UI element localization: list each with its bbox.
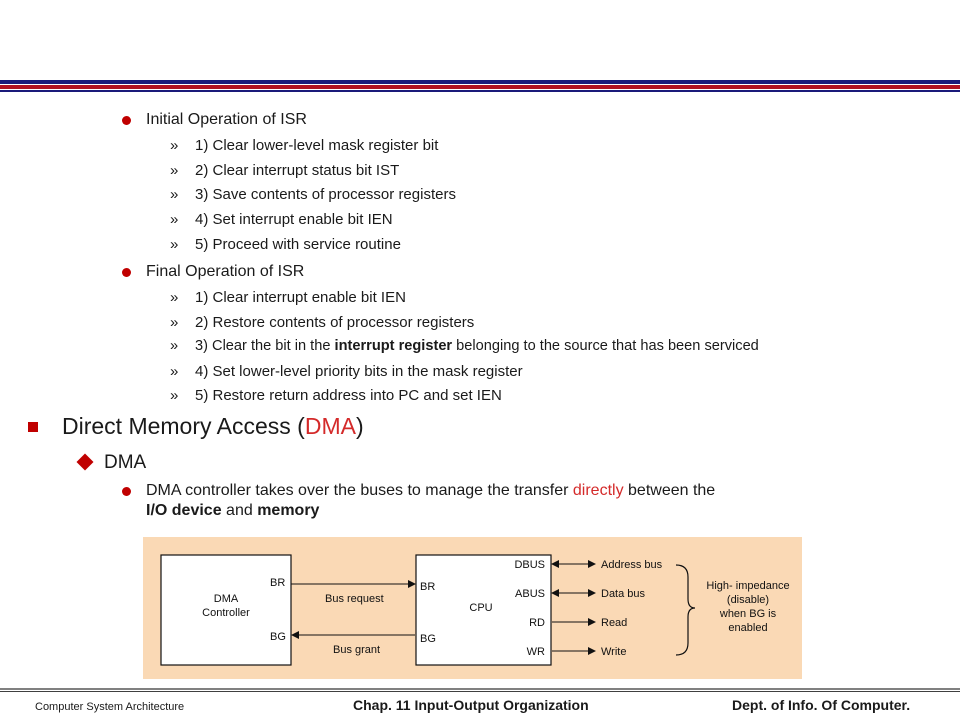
address-bus-label: Address bus <box>601 559 663 571</box>
step-text: 4) Set lower-level priority bits in the … <box>195 363 523 380</box>
bullet-glyph: » <box>170 211 179 228</box>
right-brace <box>675 564 696 656</box>
bullet-glyph: » <box>170 338 179 354</box>
bullet-glyph: » <box>170 137 179 154</box>
isr-final-step-4: » 4) Set lower-level priority bits in th… <box>170 363 523 380</box>
bullet-glyph: » <box>170 363 179 380</box>
isr-final-step-5: » 5) Restore return address into PC and … <box>170 387 502 404</box>
bullet-dot <box>122 487 131 496</box>
dma-heading-red: DMA <box>304 413 356 439</box>
isr-final-heading-text: Final Operation of ISR <box>146 263 305 280</box>
isr-initial-step-5: » 5) Proceed with service routine <box>170 236 401 253</box>
footer-middle: Chap. 11 Input-Output Organization <box>353 697 589 713</box>
dma-box-label-2: Controller <box>202 607 250 619</box>
bullet-glyph: » <box>170 387 179 404</box>
bullet-glyph: » <box>170 289 179 306</box>
bullet-glyph: » <box>170 186 179 203</box>
bullet-square <box>28 422 38 432</box>
cpu-box <box>415 554 552 666</box>
step-text: 2) Restore contents of processor registe… <box>195 314 475 331</box>
step-text: 1) Clear interrupt enable bit IEN <box>195 289 406 306</box>
step-text: 5) Proceed with service routine <box>195 236 401 253</box>
step-text: 2) Clear interrupt status bit IST <box>195 162 400 179</box>
cpu-label: CPU <box>469 602 492 614</box>
cpu-bg-label: BG <box>420 633 436 645</box>
bullet-dot <box>122 268 131 277</box>
top-rule-red <box>0 85 960 89</box>
data-bus-label: Data bus <box>601 588 646 600</box>
isr-initial-step-1: » 1) Clear lower-level mask register bit <box>170 137 439 154</box>
step-text: 3) Save contents of processor registers <box>195 186 456 203</box>
dma-diagram-svg: DMA Controller BR BG CPU BR BG Bus reque… <box>160 554 790 666</box>
bullet-glyph: » <box>170 162 179 179</box>
bus-request-label: Bus request <box>325 593 384 605</box>
note-line-3: when BG is <box>719 608 777 620</box>
step-text: 4) Set interrupt enable bit IEN <box>195 211 393 228</box>
footer-left: Computer System Architecture <box>35 701 185 713</box>
pin-wr: WR <box>527 646 545 658</box>
isr-final-step-1: » 1) Clear interrupt enable bit IEN <box>170 289 406 306</box>
step-text: 5) Restore return address into PC and se… <box>195 387 502 404</box>
pin-dbus: DBUS <box>514 559 545 571</box>
write-label: Write <box>601 646 626 658</box>
bullet-glyph: » <box>170 236 179 253</box>
isr-initial-step-4: » 4) Set interrupt enable bit IEN <box>170 211 393 228</box>
isr-initial-heading: Initial Operation of ISR <box>122 111 307 129</box>
step-text-after: belonging to the source that has been se… <box>452 338 759 354</box>
isr-final-step-3: » 3) Clear the bit in the interrupt regi… <box>170 338 759 354</box>
desc-bold-io: I/O device <box>146 502 222 519</box>
top-rule-blue <box>0 80 960 84</box>
cpu-br-label: BR <box>420 581 435 593</box>
desc-before: DMA controller takes over the buses to m… <box>146 482 573 499</box>
bullet-glyph: » <box>170 314 179 331</box>
bottom-rule-dark <box>0 691 960 692</box>
desc-mid: between the <box>623 482 716 499</box>
dma-controller-box <box>160 554 292 666</box>
isr-final-heading: Final Operation of ISR <box>122 263 305 281</box>
note-line-2: (disable) <box>727 594 769 606</box>
isr-final-step-2: » 2) Restore contents of processor regis… <box>170 314 475 331</box>
pin-rd: RD <box>529 617 545 629</box>
dma-bg-label: BG <box>270 631 286 643</box>
dma-heading: Direct Memory Access (DMA) <box>28 413 364 440</box>
note-line-4: enabled <box>728 622 767 634</box>
step-text-before: 3) Clear the bit in the <box>195 338 335 354</box>
bottom-rule-gray <box>0 688 960 690</box>
note-line-1: High- impedance <box>706 580 789 592</box>
read-label: Read <box>601 617 627 629</box>
step-text-bold: interrupt register <box>334 338 453 354</box>
step-text: 1) Clear lower-level mask register bit <box>195 137 439 154</box>
dma-subheading: DMA <box>76 452 147 474</box>
dma-br-label: BR <box>270 577 285 589</box>
isr-initial-step-3: » 3) Save contents of processor register… <box>170 186 456 203</box>
dma-subheading-text: DMA <box>104 452 147 473</box>
footer-right: Dept. of Info. Of Computer. <box>732 697 911 713</box>
bullet-dot <box>122 116 131 125</box>
bus-grant-label: Bus grant <box>333 644 380 656</box>
pin-abus: ABUS <box>515 588 545 600</box>
desc-bold-memory: memory <box>257 502 320 519</box>
dma-diagram: DMA Controller BR BG CPU BR BG Bus reque… <box>143 537 802 679</box>
dma-box-label-1: DMA <box>214 593 239 605</box>
isr-initial-heading-text: Initial Operation of ISR <box>146 111 307 128</box>
top-rule-blue-thin <box>0 90 960 92</box>
dma-heading-after: ) <box>355 413 364 439</box>
isr-initial-step-2: » 2) Clear interrupt status bit IST <box>170 162 400 179</box>
desc-red: directly <box>572 482 624 499</box>
dma-description: DMA controller takes over the buses to m… <box>122 481 936 521</box>
desc-and: and <box>221 502 258 519</box>
bullet-diamond <box>76 453 94 471</box>
dma-heading-before: Direct Memory Access ( <box>62 413 305 439</box>
